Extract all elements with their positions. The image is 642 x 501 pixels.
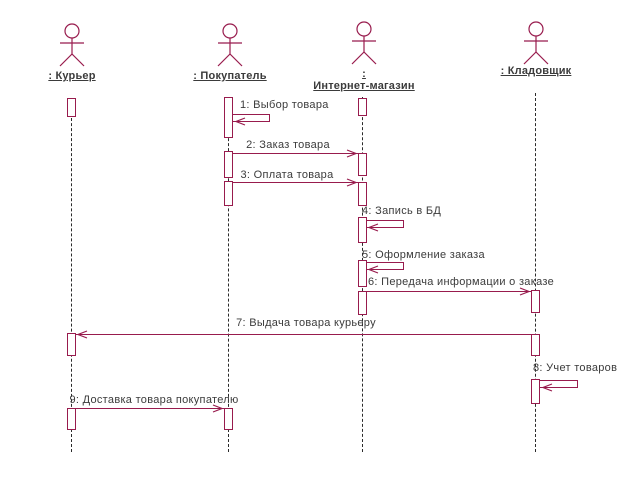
warehouse-lifeline xyxy=(535,93,536,452)
buyer-activation-4 xyxy=(224,408,233,430)
buyer-activation-2 xyxy=(224,151,233,178)
store-activation-5 xyxy=(358,260,367,287)
message-9-label: 9: Доставка товара покупателю xyxy=(69,394,239,406)
message-8-arrowhead-icon xyxy=(541,383,553,392)
store-actor-label: : Интернет-магазин xyxy=(313,68,415,92)
store-actor-icon xyxy=(351,21,377,65)
message-5-arrowhead-icon xyxy=(367,265,379,274)
message-6-arrowhead-icon xyxy=(519,287,531,296)
buyer-actor-icon xyxy=(217,23,243,67)
message-6-label: 6: Передача информации о заказе xyxy=(368,276,554,288)
store-activation-1 xyxy=(358,98,367,116)
store-activation-2 xyxy=(358,153,367,176)
message-2-line xyxy=(233,153,358,154)
message-5-self-loop xyxy=(366,262,404,270)
courier-actor-icon xyxy=(59,23,85,67)
message-8-self-loop xyxy=(540,380,578,388)
message-2-arrowhead-icon xyxy=(346,149,358,158)
warehouse-activation-2 xyxy=(531,334,540,356)
message-4-self-loop xyxy=(366,220,404,228)
message-7-label: 7: Выдача товара курьеру xyxy=(236,317,376,329)
store-activation-3 xyxy=(358,182,367,206)
store-activation-6 xyxy=(358,291,367,315)
courier-actor-label: : Курьер xyxy=(48,70,96,82)
message-3-line xyxy=(233,182,358,183)
store-activation-4 xyxy=(358,217,367,243)
message-1-arrowhead-icon xyxy=(234,117,246,126)
message-9-arrowhead-icon xyxy=(212,404,224,413)
buyer-actor-label: : Покупатель xyxy=(193,70,267,82)
buyer-activation-1 xyxy=(224,97,233,138)
message-1-label: 1: Выбор товара xyxy=(240,99,329,111)
message-3-arrowhead-icon xyxy=(346,178,358,187)
message-5-label: 5: Оформление заказа xyxy=(362,249,485,261)
message-1-self-loop xyxy=(233,114,270,122)
message-8-label: 8: Учет товаров xyxy=(533,362,618,374)
message-2-label: 2: Заказ товара xyxy=(246,139,330,151)
buyer-lifeline xyxy=(228,98,229,452)
message-7-line xyxy=(76,334,531,335)
courier-lifeline xyxy=(71,98,72,452)
warehouse-activation-3 xyxy=(531,379,540,404)
warehouse-activation-1 xyxy=(531,290,540,313)
warehouse-actor-label: : Кладовщик xyxy=(500,65,572,77)
warehouse-actor-icon xyxy=(523,21,549,65)
message-4-arrowhead-icon xyxy=(367,223,379,232)
message-4-label: 4: Запись в БД xyxy=(362,205,442,217)
message-9-line xyxy=(76,408,224,409)
message-3-label: 3: Оплата товара xyxy=(240,169,334,181)
buyer-activation-3 xyxy=(224,181,233,206)
message-7-arrowhead-icon xyxy=(76,330,88,339)
message-6-line xyxy=(367,291,531,292)
courier-activation-3 xyxy=(67,408,76,430)
courier-activation-2 xyxy=(67,333,76,356)
courier-activation-1 xyxy=(67,98,76,117)
